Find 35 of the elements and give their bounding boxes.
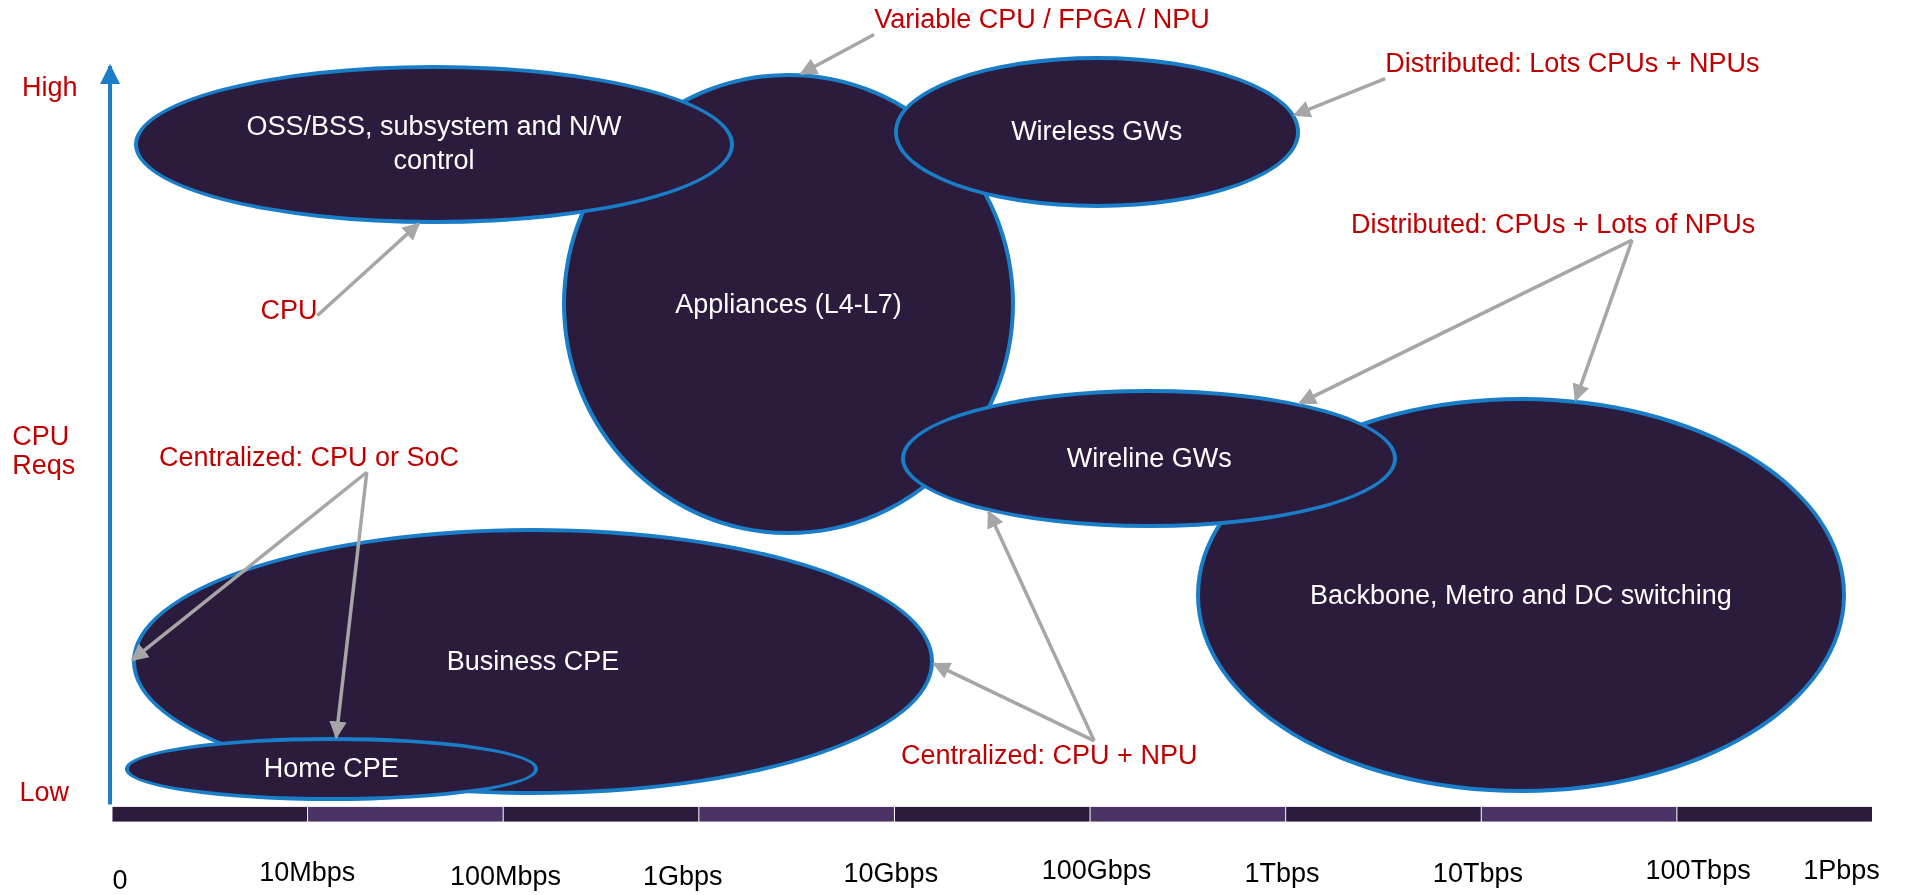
annotation-text: Variable CPU / FPGA / NPU xyxy=(874,4,1210,35)
tick-label: 100Tbps xyxy=(1645,855,1751,886)
tick-label: 0 xyxy=(112,865,128,895)
region-label: Wireless GWs xyxy=(1011,115,1183,149)
region-label: Appliances (L4-L7) xyxy=(675,287,902,321)
tick-label: 100Mbps xyxy=(449,861,561,892)
leader-arrow xyxy=(130,470,368,662)
annotation-text: Distributed: CPUs + Lots of NPUs xyxy=(1350,210,1756,240)
tick-label: 1Pbps xyxy=(1803,855,1880,886)
region-label: Home CPE xyxy=(263,752,399,786)
leader-arrow xyxy=(1298,238,1633,405)
tick-label: 100Gbps xyxy=(1041,855,1152,886)
leader-arrow xyxy=(987,510,1096,742)
tick-label: 1Tbps xyxy=(1244,859,1320,890)
leader-arrow xyxy=(329,472,369,739)
region-label: Business CPE xyxy=(446,644,620,678)
leader-arrow xyxy=(316,222,421,317)
leader-arrow xyxy=(799,33,875,76)
leader-arrow xyxy=(1292,76,1386,118)
tick-label: 10Gbps xyxy=(843,859,939,890)
region-label: OSS/BSS, subsystem and N/W control xyxy=(245,110,623,178)
annotation-text: Centralized: CPU or SoC xyxy=(158,442,460,473)
region-label: Wireline GWs xyxy=(1066,441,1232,475)
region-label: Backbone, Metro and DC switching xyxy=(1310,578,1732,612)
leader-arrow xyxy=(1572,239,1634,402)
axis-label: High xyxy=(22,73,78,104)
axis-label: Low xyxy=(19,777,70,808)
annotation-text: CPU xyxy=(260,295,318,326)
tick-label: 10Tbps xyxy=(1432,859,1523,890)
axis-label: CPU Reqs xyxy=(12,421,77,482)
tick-label: 1Gbps xyxy=(643,861,723,892)
annotation-text: Centralized: CPU + NPU xyxy=(901,740,1198,771)
leader-arrow xyxy=(932,662,1095,743)
annotation-text: Distributed: Lots CPUs + NPUs xyxy=(1385,48,1760,79)
tick-label: 10Mbps xyxy=(259,858,356,888)
